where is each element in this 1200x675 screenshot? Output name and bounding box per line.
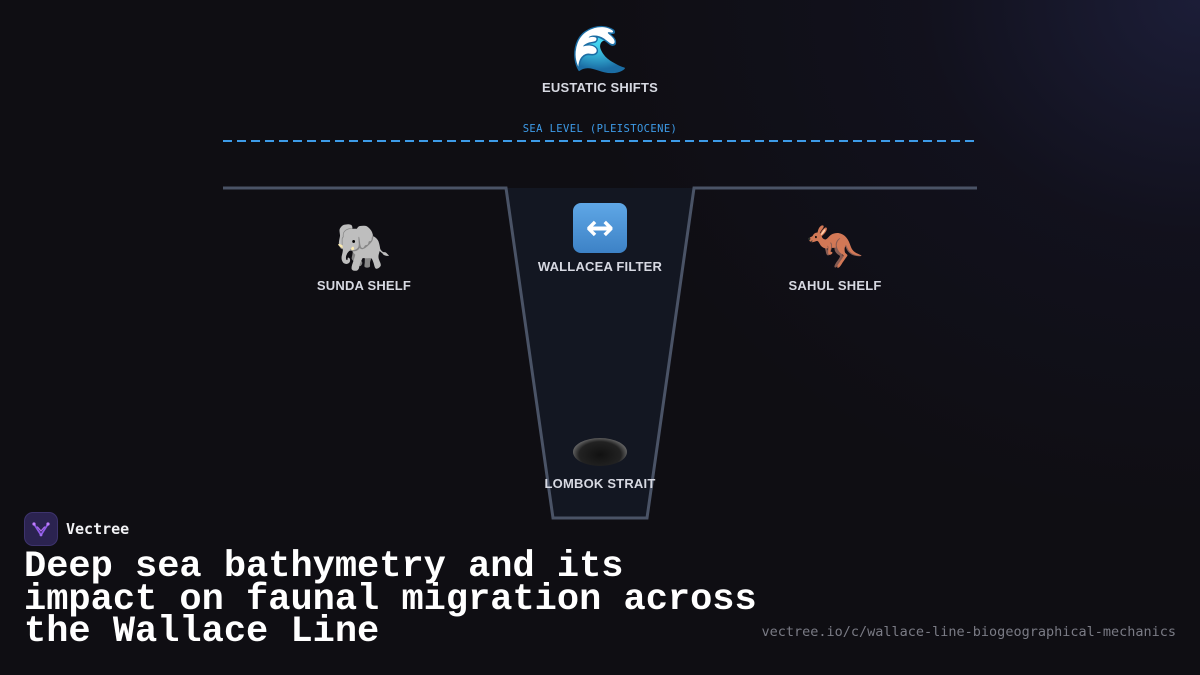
elephant-icon: 🐘 bbox=[335, 221, 393, 273]
wave-icon: 🌊 bbox=[571, 23, 629, 75]
sahul-shelf-node: 🦘 SAHUL SHELF bbox=[715, 220, 955, 293]
lombok-strait-label: LOMBOK STRAIT bbox=[544, 476, 656, 491]
trench-fill bbox=[506, 188, 694, 518]
wallacea-filter-label: WALLACEA FILTER bbox=[537, 259, 663, 274]
brand: Vectree bbox=[24, 512, 129, 546]
sunda-shelf-label: SUNDA SHELF bbox=[316, 278, 412, 293]
sunda-shelf-node: 🐘 SUNDA SHELF bbox=[244, 220, 484, 293]
kangaroo-icon: 🦘 bbox=[806, 221, 864, 273]
vectree-logo-icon bbox=[24, 512, 58, 546]
seabed-profile bbox=[223, 186, 977, 520]
eustatic-shifts-label: EUSTATIC SHIFTS bbox=[542, 80, 658, 95]
lombok-strait-node: LOMBOK STRAIT bbox=[480, 418, 720, 491]
hole-icon bbox=[573, 438, 627, 466]
sahul-shelf-label: SAHUL SHELF bbox=[788, 278, 882, 293]
brand-name: Vectree bbox=[66, 520, 130, 538]
eustatic-shifts-node: 🌊 EUSTATIC SHIFTS bbox=[480, 22, 720, 95]
source-url[interactable]: vectree.io/c/wallace-line-biogeographica… bbox=[761, 624, 1176, 640]
sea-level-label: SEA LEVEL (PLEISTOCENE) bbox=[522, 123, 678, 135]
left-right-arrow-icon: ↔ bbox=[573, 203, 627, 253]
page-title: Deep sea bathymetry and its impact on fa… bbox=[24, 546, 757, 653]
wallacea-filter-node: ↔ WALLACEA FILTER bbox=[480, 201, 720, 274]
